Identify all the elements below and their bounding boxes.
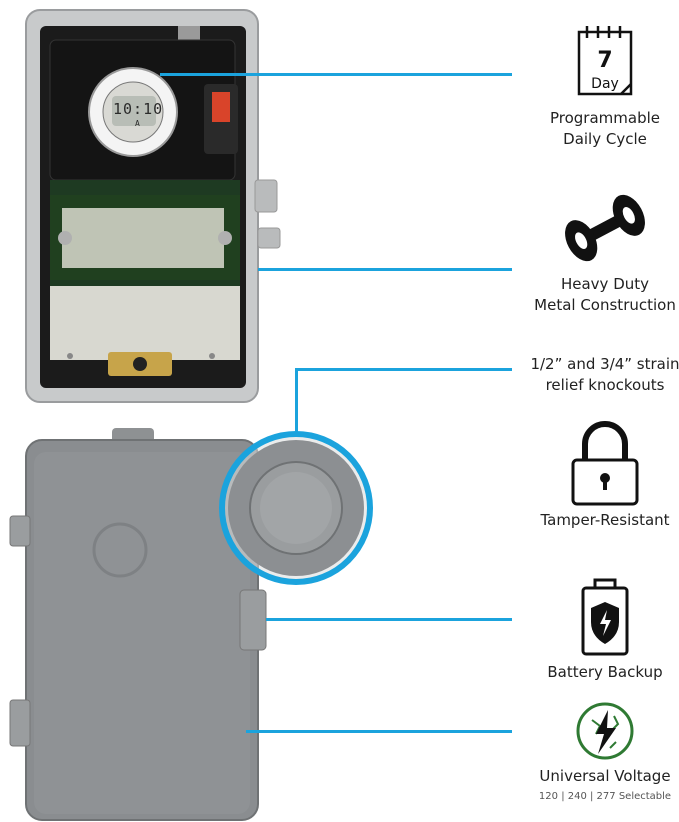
feature-label-line1: Battery Backup — [547, 663, 663, 681]
feature-label-line1: Programmable — [549, 109, 660, 127]
open-enclosure — [25, 9, 281, 403]
feature-battery-backup: Battery Backup — [530, 578, 679, 683]
callout-line-1 — [160, 73, 512, 76]
feature-sublabel: 120 | 240 | 277 Selectable — [538, 791, 672, 802]
dumbbell-icon — [565, 194, 645, 262]
feature-label-line1: Heavy Duty — [560, 275, 650, 293]
callout-line-4 — [266, 618, 512, 621]
timer-display-sub: A — [135, 119, 140, 128]
feature-label-line2: relief knockouts — [545, 376, 665, 394]
feature-heavy-duty: Heavy Duty Metal Construction — [530, 188, 679, 316]
feature-label-line1: Universal Voltage — [539, 767, 671, 785]
feature-label-line1: Tamper-Resistant — [540, 511, 670, 529]
calendar-word: Day — [591, 76, 619, 92]
feature-label-line1: 1/2” and 3/4” strain — [530, 355, 679, 373]
callout-line-5 — [246, 730, 512, 733]
feature-label-line2: Metal Construction — [534, 296, 676, 314]
feature-knockouts: 1/2” and 3/4” strain relief knockouts — [530, 354, 679, 396]
lightning-globe-icon — [576, 702, 634, 760]
calendar-number: 7 — [597, 48, 613, 73]
padlock-icon — [571, 421, 639, 506]
battery-shield-icon — [581, 578, 629, 656]
feature-tamper-resistant: Tamper-Resistant — [530, 418, 679, 531]
feature-universal-voltage: Universal Voltage 120 | 240 | 277 Select… — [530, 700, 679, 802]
timer-display-time: 10:10 — [113, 100, 164, 118]
callout-line-3-horizontal — [296, 368, 512, 371]
calendar-7-day-icon — [577, 26, 633, 96]
feature-label-line2: Daily Cycle — [563, 130, 647, 148]
closed-enclosure — [9, 428, 373, 821]
callout-line-2 — [258, 268, 512, 271]
feature-programmable: 7 Day Programmable Daily Cycle — [530, 22, 679, 150]
callout-line-3-vertical — [295, 368, 298, 436]
